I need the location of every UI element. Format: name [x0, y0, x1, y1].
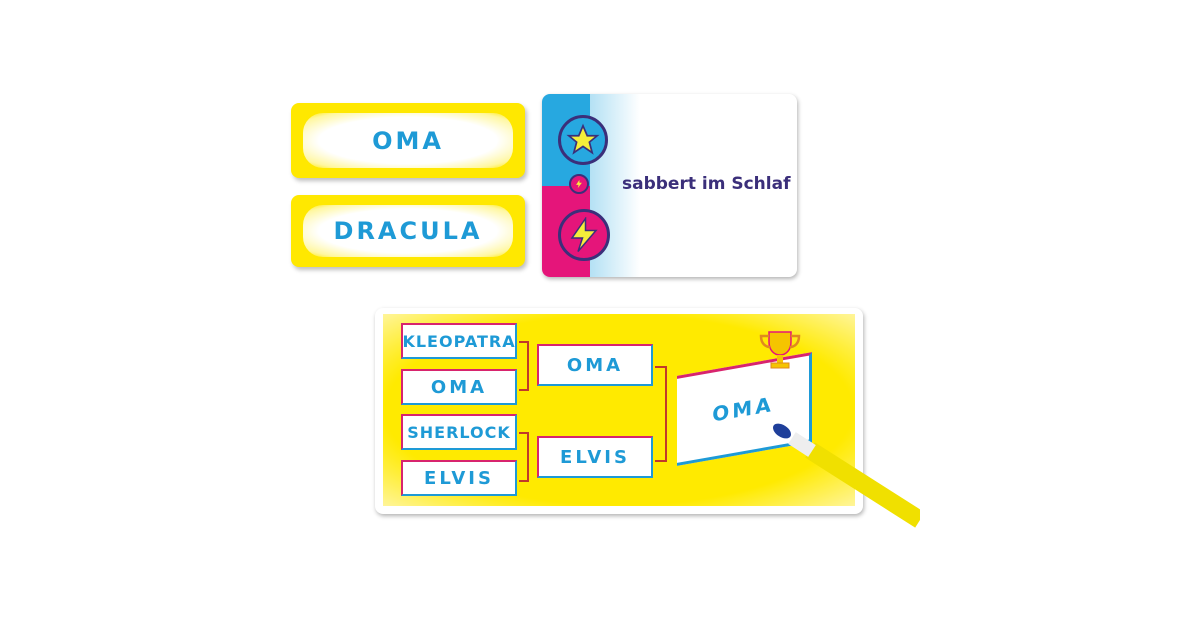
marker-pen-icon: [770, 420, 925, 534]
bracket-line: [519, 432, 529, 482]
trait-card: sabbert im Schlaf: [542, 94, 797, 277]
trait-text: sabbert im Schlaf: [622, 174, 791, 194]
name-card-oma: OMA: [291, 103, 525, 178]
bracket-slot: KLEOPATRA: [401, 323, 517, 359]
winner-text: OMA: [712, 391, 774, 427]
name-card-text: OMA: [372, 126, 444, 155]
bracket-slot: ELVIS: [401, 460, 517, 496]
bracket-slot: OMA: [537, 344, 653, 386]
small-lightning-icon: [569, 174, 589, 194]
name-card-text: DRACULA: [333, 217, 483, 245]
bracket-line: [655, 366, 667, 462]
bracket-slot: ELVIS: [537, 436, 653, 478]
trophy-icon: [755, 328, 805, 376]
bracket-board: KLEOPATRA OMA SHERLOCK ELVIS OMA ELVIS O…: [375, 308, 863, 514]
star-icon: [558, 115, 608, 165]
bracket-slot: SHERLOCK: [401, 414, 517, 450]
lightning-icon: [558, 209, 610, 261]
bracket-line: [519, 341, 529, 391]
bracket-slot: OMA: [401, 369, 517, 405]
name-card-dracula: DRACULA: [291, 195, 525, 267]
